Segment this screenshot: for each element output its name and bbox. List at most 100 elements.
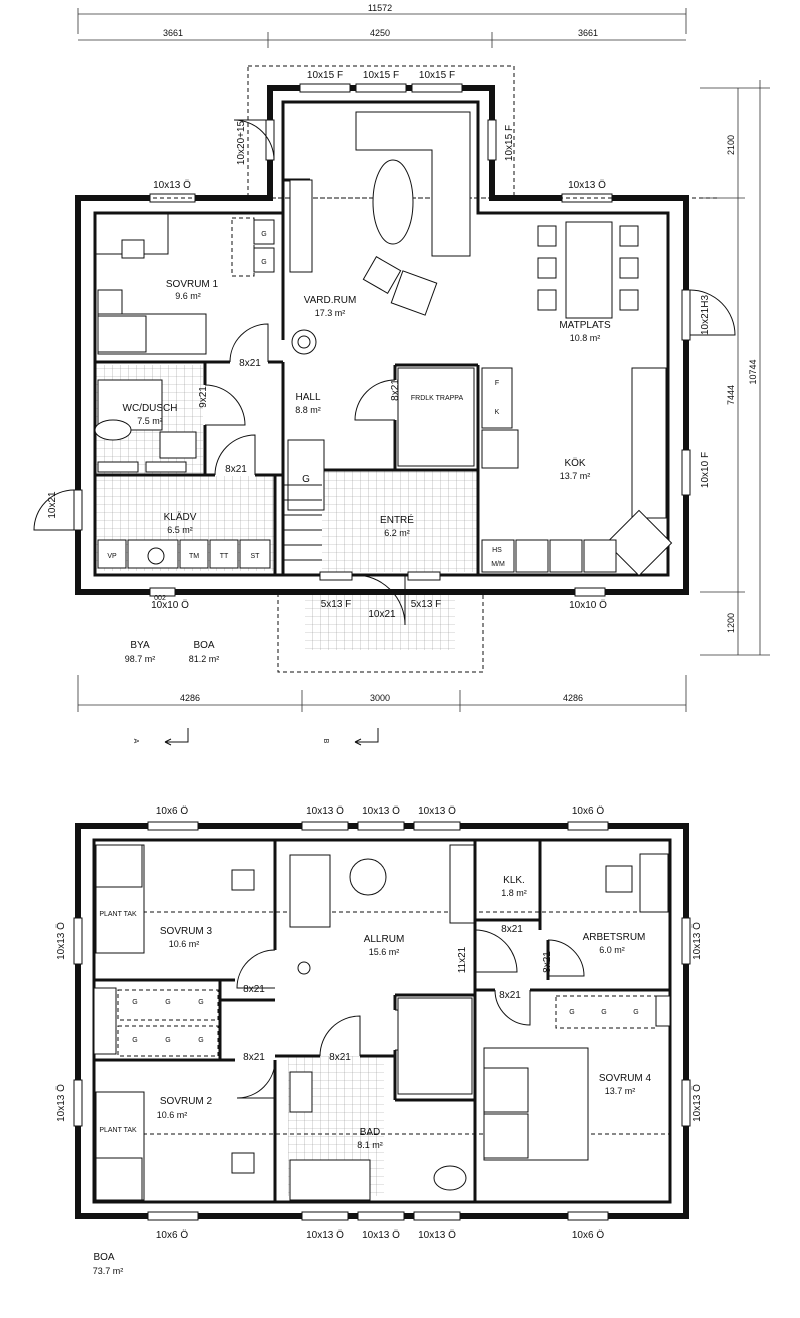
upper-plant-tak-2: PLANT TAK [99,1127,137,1134]
upper-win-top-mid-1: 10x13 Ö [306,805,344,817]
upper-door-bad: 8x21 [329,1052,351,1063]
door-label-sovrum1: 8x21 [239,358,261,369]
win-label-bay-left: 10x20+15 [236,120,247,165]
win-label-bay-right: 10x15 F [504,125,515,161]
upper-win-left-upper: 10x13 Ö [55,922,67,960]
dim-seg-mid: 4250 [370,28,390,38]
win-code-bottom-left: 002 [154,595,166,602]
dim-right-top: 2100 [726,135,736,155]
room-name-allrum: ALLRUM [364,934,405,945]
door-label-wc: 9x21 [198,386,209,408]
room-area-sovrum4: 13.7 m² [605,1086,636,1096]
ground-door-swings [33,119,736,626]
boa-label-upper: BOA [93,1252,114,1263]
boa-value-ground: 81.2 m² [189,654,220,664]
boa-value-upper: 73.7 m² [93,1266,124,1276]
dim-right-mid: 7444 [726,385,736,405]
ground-furniture [94,111,673,577]
bottom-dimensions: 4286 3000 4286 [77,675,687,712]
fixture-g-sovrum1-b: G [261,259,266,266]
entre-tile-floor [322,470,477,572]
ground-interior-walls [95,178,480,575]
dim-bottom-mid: 3000 [370,693,390,703]
section-marker-b: B [322,739,329,744]
win-label-right-lower: 10x10 F [700,452,711,488]
upper-win-bottom-right: 10x6 Ö [572,1229,604,1241]
room-name-entre: ENTRÉ [380,513,414,526]
upper-g-6: G [198,1037,203,1044]
upper-door-sovrum4: 8x21 [499,990,521,1001]
upper-win-bottom-mid-1: 10x13 Ö [306,1229,344,1241]
win-label-top-right: 10x13 Ö [568,179,606,191]
upper-g-1: G [132,999,137,1006]
upper-g-8: G [601,1009,606,1016]
win-label-right-upper: 10x21H3 [700,295,711,335]
room-area-sovrum2: 10.6 m² [157,1110,188,1120]
room-area-wcdusch: 7.5 m² [137,416,163,426]
upper-g-5: G [165,1037,170,1044]
win-label-entry-left: 5x13 F [321,599,352,610]
room-area-matplats: 10.8 m² [570,333,601,343]
upper-win-top-mid-2: 10x13 Ö [362,805,400,817]
win-label-bottom-left: 10x10 Ö [151,599,189,611]
porch-tile-floor [305,590,455,650]
fixture-k: K [495,409,500,416]
upper-g-2: G [165,999,170,1006]
door-label-klad: 8x21 [225,464,247,475]
room-name-sovrum1: SOVRUM 1 [166,279,219,290]
dim-bottom-left: 4286 [180,693,200,703]
upper-interior-walls [94,840,670,1202]
dim-right-bottom: 1200 [726,613,736,633]
room-name-matplats: MATPLATS [559,320,611,331]
room-name-klad: KLÄDV [164,511,197,523]
upper-windows [73,821,691,1221]
room-name-wcdusch: WC/DUSCH [123,403,178,414]
section-marker-a: A [132,739,139,744]
room-area-arbets: 6.0 m² [599,945,625,955]
upper-win-top-right: 10x6 Ö [572,805,604,817]
room-area-klad: 6.5 m² [167,525,193,535]
room-area-kok: 13.7 m² [560,471,591,481]
upper-g-4: G [132,1037,137,1044]
room-area-vardrum: 17.3 m² [315,308,346,318]
room-area-sovrum3: 10.6 m² [169,939,200,949]
room-area-klk: 1.8 m² [501,888,527,898]
fixture-hs: HS [492,547,502,554]
room-name-sovrum2: SOVRUM 2 [160,1096,213,1107]
room-area-sovrum1: 9.6 m² [175,291,201,301]
upper-plant-tak-1: PLANT TAK [99,911,137,918]
room-name-hall: HALL [295,392,320,403]
upper-g-9: G [633,1009,638,1016]
upper-door-arbets: 8x21 [542,951,553,973]
room-area-hall: 8.8 m² [295,405,321,415]
door-label-trapp: 8x21 [390,379,401,401]
room-name-bad: BAD [360,1127,381,1138]
dim-right-total: 10744 [748,359,758,384]
dim-seg-right: 3661 [578,28,598,38]
upper-inner-wall-line [92,838,672,1204]
bya-label: BYA [130,640,150,651]
fixture-mm: M/M [491,561,505,568]
dim-bottom-right: 4286 [563,693,583,703]
win-label-bay-3: 10x15 F [419,70,455,81]
room-area-entre: 6.2 m² [384,528,410,538]
ground-inner-wall-line [93,100,670,577]
room-name-sovrum4: SOVRUM 4 [599,1073,652,1084]
fixture-st: ST [251,553,261,560]
fixture-g-hall: G [302,474,310,485]
win-label-top-left: 10x13 Ö [153,179,191,191]
room-name-klk: KLK. [503,875,525,886]
room-area-bad: 8.1 m² [357,1140,383,1150]
fixture-frdlk: FRDLK TRAPPA [411,395,464,402]
win-label-left: 10x21 [47,491,58,519]
upper-g-3: G [198,999,203,1006]
room-area-allrum: 15.6 m² [369,947,400,957]
room-name-sovrum3: SOVRUM 3 [160,926,213,937]
upper-door-sovrum2: 8x21 [243,1052,265,1063]
upper-win-right-upper: 10x13 Ö [691,922,703,960]
porch-outline [277,589,484,673]
bya-value: 98.7 m² [125,654,156,664]
upper-furniture [93,844,671,1201]
fixture-vp: VP [107,553,117,560]
